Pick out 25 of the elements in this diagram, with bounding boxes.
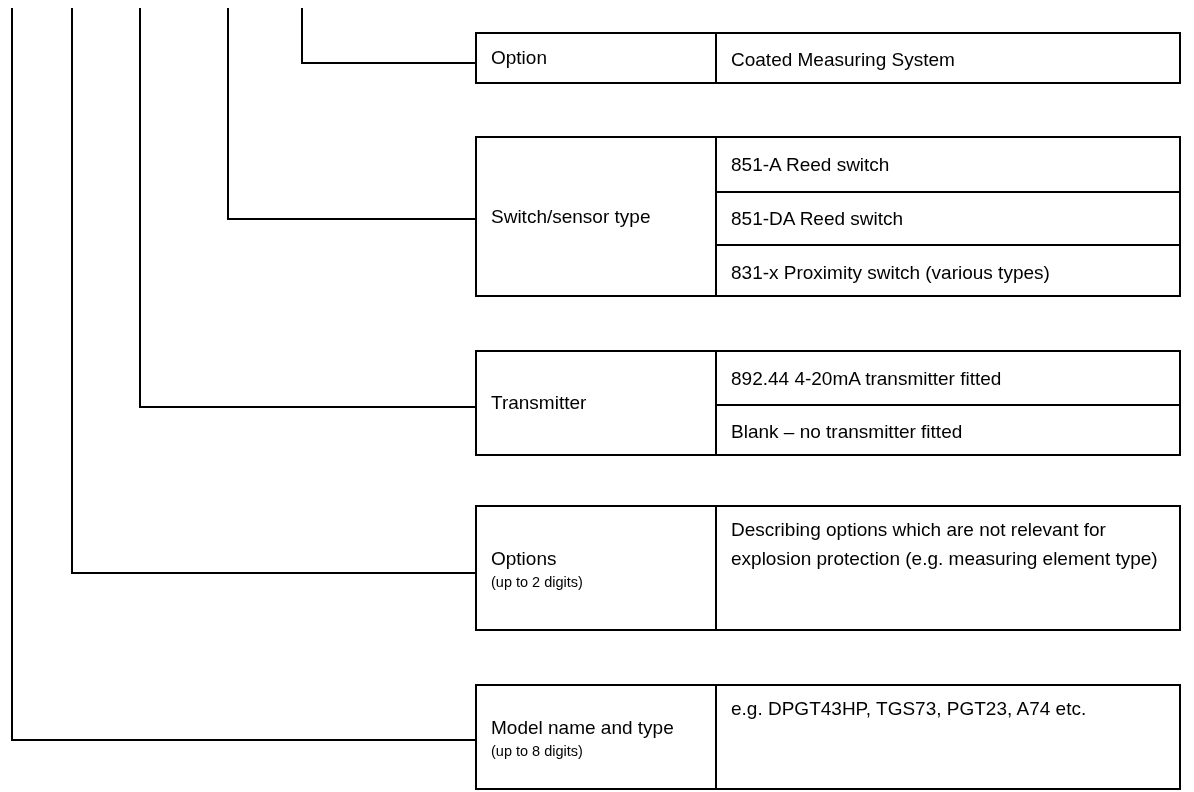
leader-line	[301, 7, 476, 64]
value-text: 851-A Reed switch	[731, 153, 890, 178]
table-row	[475, 505, 1181, 631]
field-name: Model name and type	[491, 715, 675, 740]
field-name: Option	[491, 46, 548, 71]
value-text: 851-DA Reed switch	[731, 207, 904, 232]
table-row	[475, 32, 1181, 84]
value-text: 831-x Proximity switch (various types)	[731, 260, 1050, 285]
leader-line	[11, 7, 476, 741]
value-text: Blank – no transmitter fitted	[731, 420, 963, 445]
table-row	[475, 136, 1181, 297]
value-text: Describing options which are not relevant for explosion protection (e.g. measuring element type)	[731, 518, 1159, 572]
digit-note: (up to 8 digits)	[491, 742, 584, 762]
value-text: e.g. DPGT43HP, TGS73, PGT23, A74 etc.	[731, 697, 1087, 721]
field-name: Switch/sensor type	[491, 204, 652, 229]
leader-line	[139, 7, 476, 408]
value-text: 892.44 4-20mA transmitter fitted	[731, 366, 1002, 391]
value-text: Coated Measuring System	[731, 48, 955, 73]
leader-line	[71, 7, 476, 574]
leader-line	[227, 7, 476, 220]
digit-note: (up to 2 digits)	[491, 573, 584, 593]
table-row	[475, 350, 1181, 456]
field-name: Transmitter	[491, 391, 588, 416]
field-name: Options	[491, 546, 558, 571]
table-row	[475, 684, 1181, 790]
